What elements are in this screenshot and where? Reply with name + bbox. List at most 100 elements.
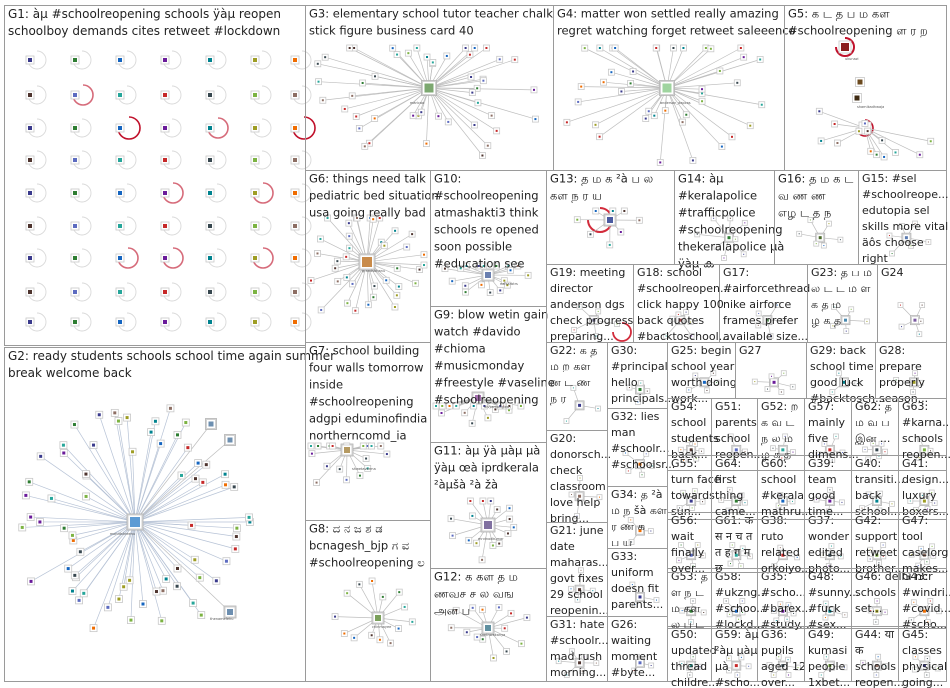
leaf-node	[493, 127, 501, 135]
group-title-line: classes	[902, 644, 942, 657]
hub-node	[636, 658, 644, 667]
leaf-node	[727, 560, 734, 567]
leaf-node	[417, 108, 425, 116]
leaf-node	[609, 207, 617, 215]
leaf-node	[342, 253, 350, 261]
leaf-node	[152, 587, 161, 596]
self-loop-edge	[27, 216, 47, 236]
leaf-node	[420, 261, 428, 269]
graph-edge	[22, 521, 136, 528]
leaf-node	[466, 51, 474, 59]
leaf-node	[690, 653, 697, 660]
graph-edge	[364, 87, 430, 147]
leaf-node	[595, 405, 601, 412]
leaf-node	[401, 603, 409, 611]
group-title-line: four walls tomorrow	[309, 361, 423, 375]
group-title: G35:#scho...#barex...#study...	[761, 570, 812, 631]
group-title: G1: àµ #schoolreopening schools ÿàµ reop…	[8, 7, 281, 38]
group-title-line: anderson dgs	[550, 298, 625, 311]
leaf-node	[738, 654, 745, 661]
leaf-node	[183, 443, 192, 452]
leaf-node	[355, 125, 363, 132]
graph-edge	[134, 521, 217, 582]
leaf-node	[911, 666, 918, 673]
hub-node	[725, 233, 733, 242]
isolated-node	[115, 90, 125, 100]
self-loop-edge	[72, 84, 94, 106]
group-title-line: maharas...	[550, 556, 609, 569]
leaf-node	[928, 489, 935, 496]
isolated-node	[115, 253, 125, 263]
leaf-node	[355, 580, 363, 588]
group-title-line: G47:	[902, 514, 928, 527]
group-title-line: #schoolr...	[611, 442, 670, 455]
leaf-node	[644, 388, 651, 395]
leaf-node	[474, 99, 482, 107]
leaf-node	[789, 498, 796, 505]
self-loop-edge	[207, 183, 227, 203]
leaf-node	[918, 545, 924, 552]
group-g5: G5: க ட த ப ம கள#schoolreopening ள ர ற	[784, 5, 947, 171]
self-loop-edge	[252, 118, 272, 138]
group-title-line: #schoolreopening	[309, 395, 414, 409]
graph-edge	[134, 432, 152, 523]
isolated-node	[290, 317, 300, 327]
self-loop-edge	[207, 248, 227, 268]
leaf-node	[429, 59, 437, 66]
leaf-node	[614, 321, 620, 327]
leaf-node	[505, 402, 513, 410]
graph-edge	[118, 420, 136, 523]
leaf-node	[404, 49, 412, 57]
leaf-node	[694, 231, 701, 238]
leaf-node	[362, 455, 370, 462]
group-box	[711, 568, 758, 629]
leaf-node	[371, 72, 379, 80]
leaf-node	[813, 240, 820, 247]
isolated-node	[70, 253, 80, 263]
group-title-line: #karna...	[902, 416, 950, 429]
leaf-node	[479, 635, 487, 643]
group-title-line: properly	[879, 376, 925, 389]
leaf-node	[692, 372, 699, 379]
leaf-node	[699, 498, 706, 505]
leaf-node	[47, 494, 56, 503]
leaf-node	[574, 596, 581, 603]
graph-edge	[74, 521, 136, 576]
leaf-node	[635, 399, 641, 405]
hub-node	[575, 401, 584, 410]
isolated-node	[250, 55, 260, 65]
group-box	[898, 626, 947, 682]
leaf-node	[340, 630, 348, 637]
leaf-node	[173, 582, 181, 591]
leaf-node	[785, 672, 792, 678]
leaf-node	[119, 582, 128, 591]
group-title-line: G25: begin	[671, 344, 732, 357]
group-title-line: schools	[855, 660, 896, 673]
self-loop-edge	[162, 85, 182, 105]
group-title-line: available size...	[723, 330, 808, 343]
group-title-line: edutopia sel	[862, 204, 930, 217]
group-title-line: parents	[715, 416, 757, 429]
group-g48: G48:#sunny...#fuck#sex...	[804, 568, 859, 631]
isolated-node	[25, 253, 35, 263]
group-title-line: स न च त	[715, 530, 753, 543]
leaf-node	[379, 593, 387, 601]
leaf-node	[694, 542, 701, 548]
hub-node	[422, 81, 436, 95]
self-loop-edge	[252, 85, 272, 105]
leaf-node	[75, 596, 83, 605]
leaf-node	[830, 322, 836, 329]
leaf-node	[758, 101, 766, 109]
self-loop-edge	[292, 312, 312, 332]
